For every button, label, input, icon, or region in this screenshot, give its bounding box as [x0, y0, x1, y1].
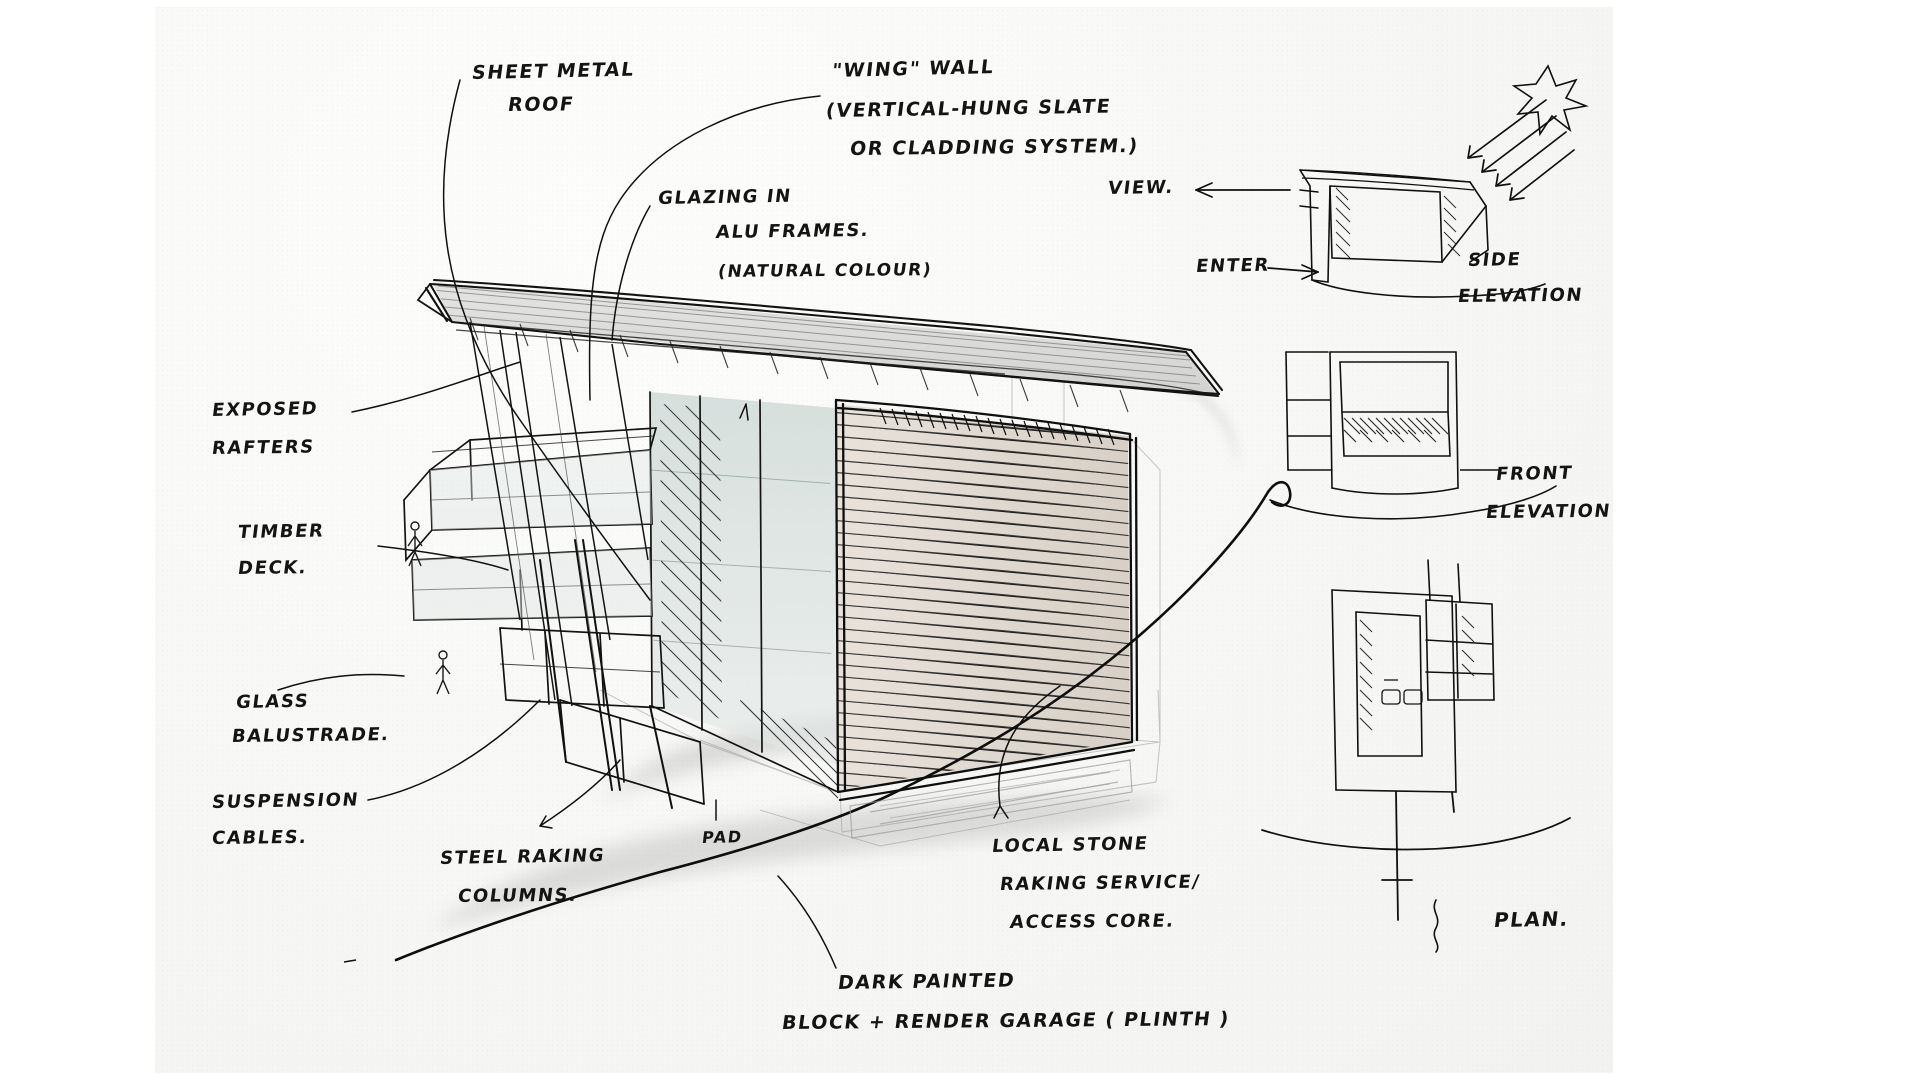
label-suspension-cables-line1: SUSPENSION — [210, 789, 361, 814]
label-dark-painted-line1: DARK PAINTED — [836, 969, 1017, 995]
label-front-elevation-line1: FRONT — [1494, 462, 1575, 486]
label-sheet-metal-roof-line2: ROOF — [506, 93, 576, 117]
steel-raking-columns — [539, 539, 673, 809]
label-steel-raking-columns-line2: COLUMNS. — [456, 884, 579, 908]
label-side-elevation-line2: ELEVATION — [1456, 284, 1585, 308]
suspension-cables — [469, 321, 649, 707]
exposed-rafters — [469, 317, 1129, 413]
label-local-stone-line2: RAKING SERVICE/ — [998, 871, 1202, 896]
plan-furniture — [1381, 679, 1423, 705]
thumb-plan — [1331, 559, 1495, 793]
thumb-side-elevation — [1299, 169, 1546, 298]
left-margin — [0, 0, 155, 1080]
scale-figures — [407, 521, 451, 695]
timber-wing-wall — [834, 398, 1139, 802]
label-glazing-line3: (NATURAL COLOUR) — [716, 260, 934, 283]
plan-ground-line — [1261, 791, 1571, 921]
label-view: VIEW. — [1106, 176, 1176, 200]
label-plan: PLAN. — [1492, 906, 1571, 933]
sun-icon — [1511, 64, 1589, 137]
label-enter: ENTER — [1194, 254, 1272, 278]
enter-arrow — [1267, 264, 1319, 280]
leader-lines — [277, 79, 1061, 969]
plan-hatch — [1359, 615, 1475, 731]
thumb-front-hatch — [1343, 417, 1449, 443]
label-timber-deck-line2: DECK. — [236, 557, 309, 580]
roof-plane — [416, 278, 1224, 398]
label-steel-raking-columns-line1: STEEL RAKING — [438, 845, 607, 870]
ground-line — [394, 480, 1292, 962]
label-glazing-line1: GLAZING IN — [656, 185, 794, 210]
label-glass-balustrade-line1: GLASS — [234, 690, 311, 714]
sun-rays — [1467, 99, 1575, 201]
thumb-front-elevation — [1269, 351, 1557, 520]
thumb-side-roof — [1299, 169, 1475, 191]
label-glazing-line2: ALU FRAMES. — [714, 219, 871, 244]
label-local-stone-line3: ACCESS CORE. — [1008, 910, 1177, 934]
view-arrow — [1195, 182, 1291, 198]
label-timber-deck-line1: TIMBER — [236, 520, 326, 544]
timber-deck-levels — [403, 427, 705, 805]
label-dark-painted-line2: BLOCK + RENDER GARAGE ( PLINTH ) — [780, 1008, 1232, 1035]
label-exposed-rafters-line1: EXPOSED — [210, 398, 320, 422]
label-suspension-cables-line2: CABLES. — [210, 826, 309, 850]
right-margin — [1613, 0, 1920, 1080]
label-wing-wall-line3: OR CLADDING SYSTEM.) — [848, 134, 1141, 161]
label-front-elevation-line2: ELEVATION — [1484, 500, 1613, 524]
label-glass-balustrade-line2: BALUSTRADE. — [230, 724, 392, 748]
plan-squiggle — [1433, 899, 1439, 953]
label-wing-wall-line2: (VERTICAL-HUNG SLATE — [824, 95, 1113, 123]
thumb-side-hatch — [1335, 187, 1461, 259]
label-sheet-metal-roof-line1: SHEET METAL — [470, 58, 637, 85]
label-exposed-rafters-line2: RAFTERS — [210, 436, 317, 460]
label-wing-wall-line1: "WING" WALL — [830, 55, 996, 83]
label-pad: PAD — [700, 827, 744, 848]
label-local-stone-line1: LOCAL STONE — [990, 833, 1150, 858]
label-side-elevation-line1: SIDE — [1466, 249, 1523, 272]
